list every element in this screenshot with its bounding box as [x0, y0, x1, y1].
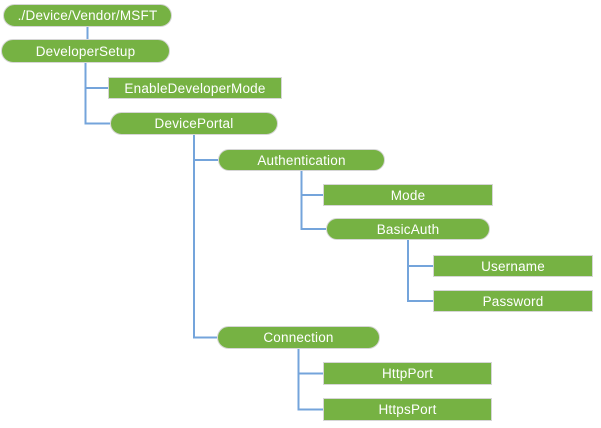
connector-basicauth-username	[407, 240, 433, 267]
connector-authentication-mode	[300, 171, 323, 196]
connector-deviceportal-authentication	[193, 135, 218, 161]
connector-developersetup-enabledevelopermode	[84, 63, 108, 89]
tree-node-enabledevelopermode: EnableDeveloperMode	[108, 77, 282, 99]
tree-node-root: ./Device/Vendor/MSFT	[3, 4, 172, 27]
tree-node-connection: Connection	[217, 326, 380, 349]
tree-node-password: Password	[433, 290, 593, 312]
connector-developersetup-deviceportal	[84, 63, 110, 125]
tree-node-httpport: HttpPort	[323, 362, 492, 385]
connector-authentication-basicauth	[300, 171, 326, 230]
tree-node-username: Username	[433, 255, 593, 277]
tree-node-mode: Mode	[323, 184, 493, 206]
tree-node-httpsport: HttpsPort	[323, 398, 492, 421]
connector-deviceportal-connection	[193, 135, 217, 339]
tree-node-deviceportal: DevicePortal	[110, 112, 278, 135]
connector-connection-httpsport	[297, 349, 323, 411]
tree-node-authentication: Authentication	[218, 149, 385, 171]
connector-connection-httpport	[297, 349, 323, 375]
tree-node-basicauth: BasicAuth	[326, 218, 490, 240]
connector-basicauth-password	[407, 240, 433, 302]
tree-node-developersetup: DeveloperSetup	[1, 39, 170, 63]
